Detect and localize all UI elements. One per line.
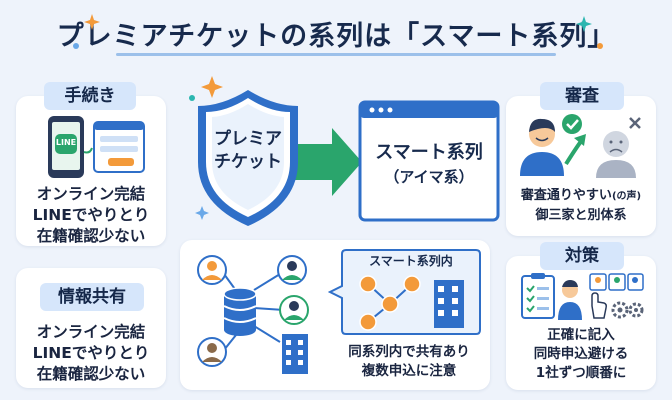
sparkle-icon (195, 206, 209, 220)
smart-series-sub: （アイマ系） (384, 168, 474, 186)
info-share-line: LINEでやりとり (32, 344, 150, 362)
screening-line: 御三家と別体系 (535, 208, 627, 223)
person-node-icon (381, 295, 399, 313)
countermeasure-text: 正確に記入 同時申込避ける 1社ずつ順番に (506, 326, 656, 383)
person-node-icon (359, 313, 377, 331)
person-node-icon (359, 275, 377, 293)
page-title: プレミアチケットの系列は「スマート系列」 (56, 21, 616, 52)
screening-line: 審査通りやすい(の声) (506, 186, 656, 206)
check-icon (562, 114, 582, 134)
info-share-line: 在籍確認少ない (36, 365, 146, 383)
procedure-line: 在籍確認少ない (36, 227, 146, 245)
speech-bubble (328, 249, 481, 335)
dot-icon (597, 43, 603, 49)
shield-label-line: プレミア (214, 129, 282, 149)
title-underline (116, 53, 556, 56)
screening-line-main: 審査通りやすい (520, 188, 612, 203)
countermeasure-badge: 対策 (540, 242, 624, 270)
sparkle-icon (201, 76, 223, 98)
shield-label-line: チケット (214, 152, 282, 172)
hand-pointer-icon (591, 292, 607, 319)
arrow-up-icon (564, 138, 584, 166)
countermeasure-illustration (521, 273, 644, 320)
sad-person-icon (603, 131, 629, 157)
dot-icon (73, 43, 79, 49)
info-share-text: オンライン完結 LINEでやりとり 在籍確認少ない (16, 322, 166, 385)
person-node-icon (403, 275, 421, 293)
screening-illustration (520, 114, 641, 178)
smart-series-label: スマート系列 （アイマ系） (360, 140, 498, 188)
countermeasure-line: 同時申込避ける (533, 346, 629, 362)
database-icon (223, 287, 257, 336)
network-caption-line: 同系列内で共有あり (348, 344, 470, 360)
procedure-badge: 手続き (44, 82, 136, 110)
screening-badge: 審査 (540, 82, 624, 110)
smart-series-title: スマート系列 (375, 142, 483, 163)
screening-text: 審査通りやすい(の声) 御三家と別体系 (506, 186, 656, 225)
procedure-text: オンライン完結 LINEでやりとり 在籍確認少ない (16, 184, 166, 247)
info-share-line: オンライン完結 (36, 323, 146, 341)
procedure-line: オンライン完結 (36, 185, 146, 203)
line-app-label: LINE (55, 138, 77, 147)
network-caption: 同系列内で共有あり 複数申込に注意 (334, 343, 484, 381)
sparkle-icon (84, 14, 100, 30)
info-share-badge: 情報共有 (40, 283, 144, 311)
countermeasure-line: 正確に記入 (547, 327, 615, 343)
x-mark-icon (629, 117, 641, 129)
phone-form-illustration (48, 116, 145, 178)
screening-line-note: (の声) (611, 191, 642, 202)
network-caption-line: 複数申込に注意 (361, 363, 457, 379)
countermeasure-line: 1社ずつ順番に (535, 365, 627, 381)
sparkle-icon (576, 16, 592, 32)
gear-icon (611, 301, 629, 319)
data-sharing-network-illustration (197, 255, 309, 374)
dot-icon (189, 95, 195, 101)
building-icon (282, 334, 308, 374)
bubble-title: スマート系列内 (369, 254, 453, 268)
gear-icon (628, 302, 644, 318)
shield-label: プレミア チケット (202, 128, 294, 174)
premier-to-smart-diagram (189, 76, 500, 226)
procedure-line: LINEでやりとり (32, 206, 150, 224)
